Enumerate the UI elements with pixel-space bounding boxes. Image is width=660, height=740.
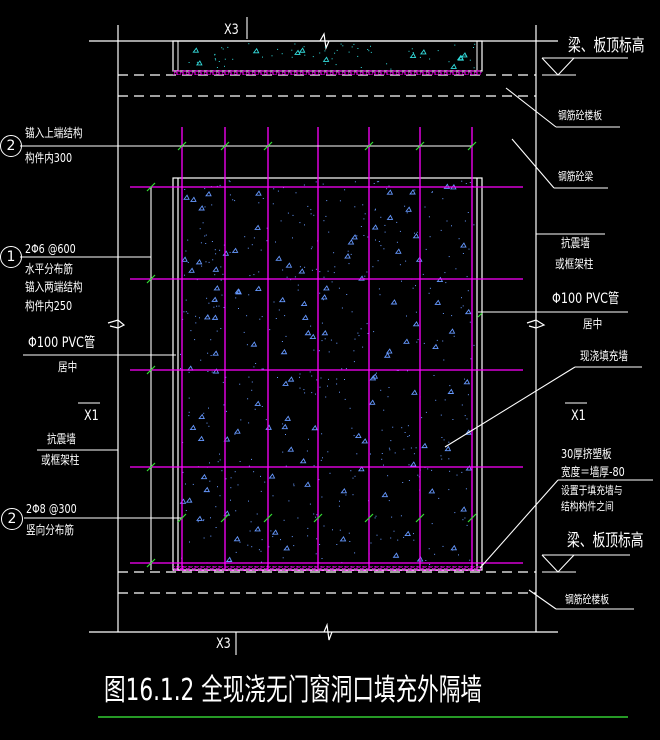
callout-circle-2-top: 2: [0, 135, 22, 157]
callout-circle-1: 1: [0, 246, 22, 268]
callout-1-line2: 水平分布筋: [25, 262, 74, 276]
eps-board-line1: 30厚挤塑板: [561, 447, 612, 461]
callout-1-line4: 构件内250: [25, 299, 73, 313]
pvc-right-line2: 居中: [583, 317, 603, 331]
axis-label-top: X3: [224, 22, 239, 38]
eps-board-line4: 结构构件之间: [561, 500, 614, 513]
callout-circle-2-bottom: 2: [1, 508, 23, 530]
top-slab-infill: [172, 40, 483, 75]
callout-1-line3: 锚入两端结构: [25, 280, 83, 294]
concrete-hatch-slab: [188, 43, 476, 70]
concrete-hatch-wall: [179, 180, 475, 567]
pvc-right-line1: Φ100 PVC管: [552, 291, 620, 307]
rc-floor-slab-top-label: 钢筋砼楼板: [558, 109, 602, 122]
eps-board-bottom: [173, 566, 482, 571]
structure-outline: [89, 25, 558, 641]
leader-lines: [20, 17, 653, 655]
infill-wall-panel: [172, 177, 483, 571]
callout-2-top-line2: 构件内300: [25, 151, 73, 165]
axis-label-bottom: X3: [216, 636, 231, 652]
eps-board-line2: 宽度＝墙厚-80: [561, 465, 625, 479]
top-elevation-label: 梁、板顶标高: [568, 36, 645, 56]
pvc-left-line2: 居中: [58, 360, 78, 374]
rc-floor-slab-bottom-label: 钢筋砼楼板: [565, 593, 609, 606]
rebar-tick-marks: [146, 141, 483, 568]
seismic-wall-right-line1: 抗震墙: [561, 236, 590, 250]
seismic-wall-left-line1: 抗震墙: [47, 432, 76, 446]
callout-2-bottom-line2: 竖向分布筋: [26, 523, 75, 537]
horizontal-rebars: [130, 186, 523, 564]
callout-1-line1: 2Φ6 @600: [25, 242, 76, 256]
axis-label-right: X1: [571, 408, 586, 424]
seismic-wall-left-line2: 或框架柱: [41, 453, 80, 467]
rc-beam-label: 钢筋砼梁: [558, 170, 594, 183]
cast-in-place-wall-label: 现浇填充墙: [580, 349, 629, 363]
bottom-elevation-label: 梁、板顶标高: [567, 531, 644, 551]
vertical-rebars: [181, 127, 473, 570]
eps-board-line3: 设置于填充墙与: [561, 484, 623, 497]
callout-2-top-line1: 锚入上端结构: [25, 126, 83, 140]
callout-2-bottom-line1: 2Φ8 @300: [26, 502, 77, 516]
axis-label-left: X1: [84, 408, 99, 424]
drawing-title: 图16.1.2 全现浇无门窗洞口填充外隔墙: [104, 673, 482, 708]
pvc-left-line1: Φ100 PVC管: [28, 335, 96, 351]
seismic-wall-right-line2: 或框架柱: [555, 257, 594, 271]
